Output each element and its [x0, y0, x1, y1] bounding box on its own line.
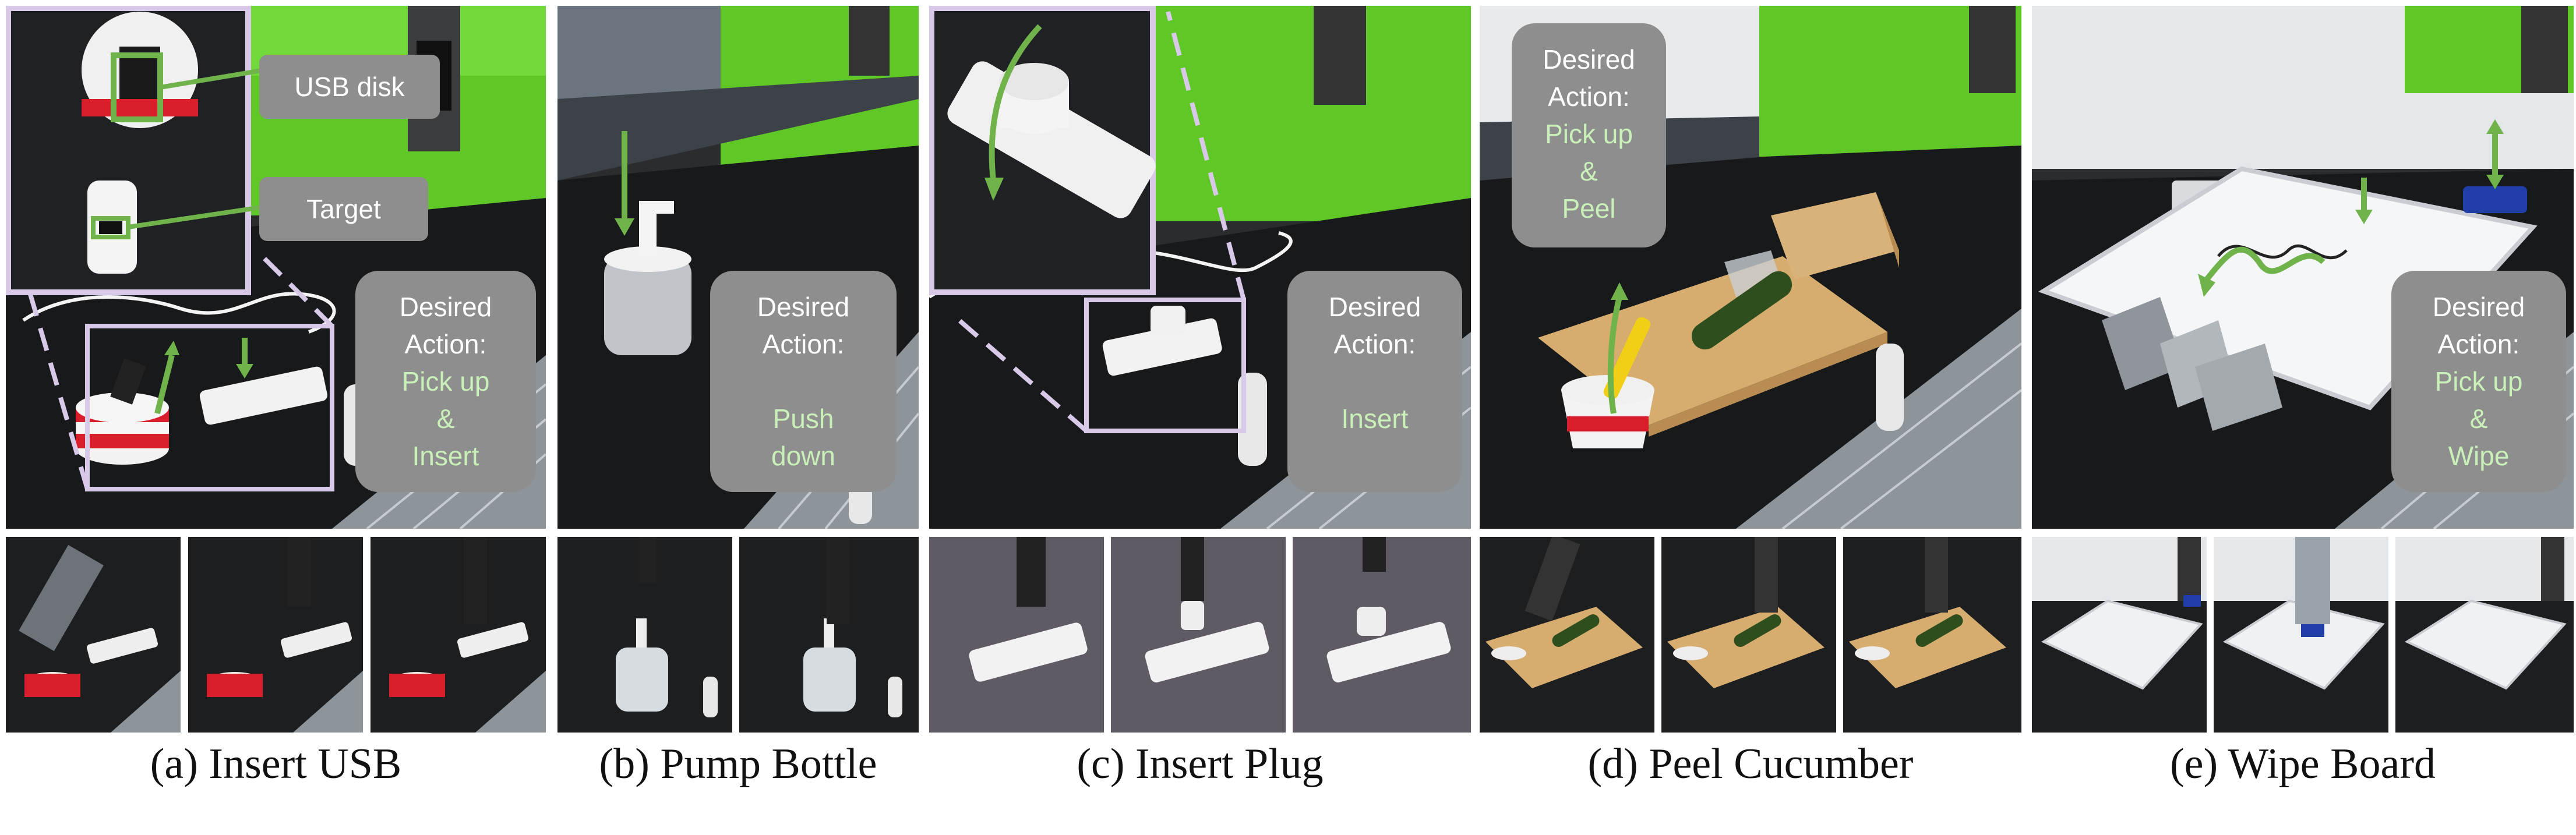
usb-disk-label: USB disk	[259, 55, 440, 119]
action-text: &	[1580, 156, 1598, 186]
insert-plug-frames	[929, 537, 1471, 733]
caption-insert-usb: (a) Insert USB	[150, 740, 402, 788]
insert-usb-sequence	[6, 537, 546, 733]
insert-plug-sequence	[929, 537, 1471, 733]
action-text: &	[436, 404, 455, 434]
caption-peel-cucumber: (d) Peel Cucumber	[1587, 740, 1914, 788]
wipe-board-frames	[2032, 537, 2574, 733]
callout-line: Action:	[2437, 329, 2520, 359]
callout-line: Action:	[762, 329, 845, 359]
desired-action-callout: Desired Action: Pick up & Insert	[355, 271, 536, 492]
callout-line: Action:	[1333, 329, 1416, 359]
action-text: Peel	[1562, 193, 1616, 224]
wipe-board-scene	[2032, 6, 2574, 529]
action-text: Wipe	[2448, 441, 2510, 471]
callout-line: Desired	[2432, 292, 2525, 322]
callout-line: Desired	[399, 292, 492, 322]
panel-pump-bottle: Desired Action: Push down	[557, 6, 919, 529]
pump-bottle-frames	[557, 537, 919, 733]
peel-cucumber-frames	[1480, 537, 2021, 733]
caption-wipe-board: (e) Wipe Board	[2170, 740, 2436, 788]
action-text: Pick up	[401, 366, 490, 397]
desired-action-callout: Desired Action: Pick up & Peel	[1512, 23, 1666, 247]
action-text: Pick up	[1545, 119, 1633, 149]
panel-wipe-board: Desired Action: Pick up & Wipe	[2032, 6, 2574, 529]
callout-line: Desired	[1543, 44, 1635, 75]
panel-insert-plug: Desired Action: Insert	[929, 6, 1471, 529]
peel-cucumber-sequence	[1480, 537, 2021, 733]
action-text: Insert	[1341, 404, 1409, 434]
callout-line: Desired	[757, 292, 850, 322]
desired-action-callout: Desired Action: Insert	[1287, 271, 1462, 492]
action-text: &	[2469, 404, 2488, 434]
wipe-board-sequence	[2032, 537, 2574, 733]
caption-insert-plug: (c) Insert Plug	[1077, 740, 1324, 788]
target-label: Target	[259, 177, 428, 241]
caption-pump-bottle: (b) Pump Bottle	[599, 740, 877, 788]
action-text: Insert	[412, 441, 479, 471]
action-text: down	[771, 441, 835, 471]
desired-action-callout: Desired Action: Push down	[710, 271, 897, 492]
callout-line: Action:	[404, 329, 487, 359]
desired-action-callout: Desired Action: Pick up & Wipe	[2391, 271, 2566, 492]
callout-line: Desired	[1328, 292, 1421, 322]
action-text: Pick up	[2434, 366, 2523, 397]
panel-peel-cucumber: Desired Action: Pick up & Peel	[1480, 6, 2021, 529]
panel-insert-usb: USB disk Target Desired Action: Pick up …	[6, 6, 546, 529]
pump-bottle-sequence	[557, 537, 919, 733]
action-text: Push	[772, 404, 834, 434]
callout-line: Action:	[1548, 82, 1630, 112]
insert-usb-frames	[6, 537, 546, 733]
